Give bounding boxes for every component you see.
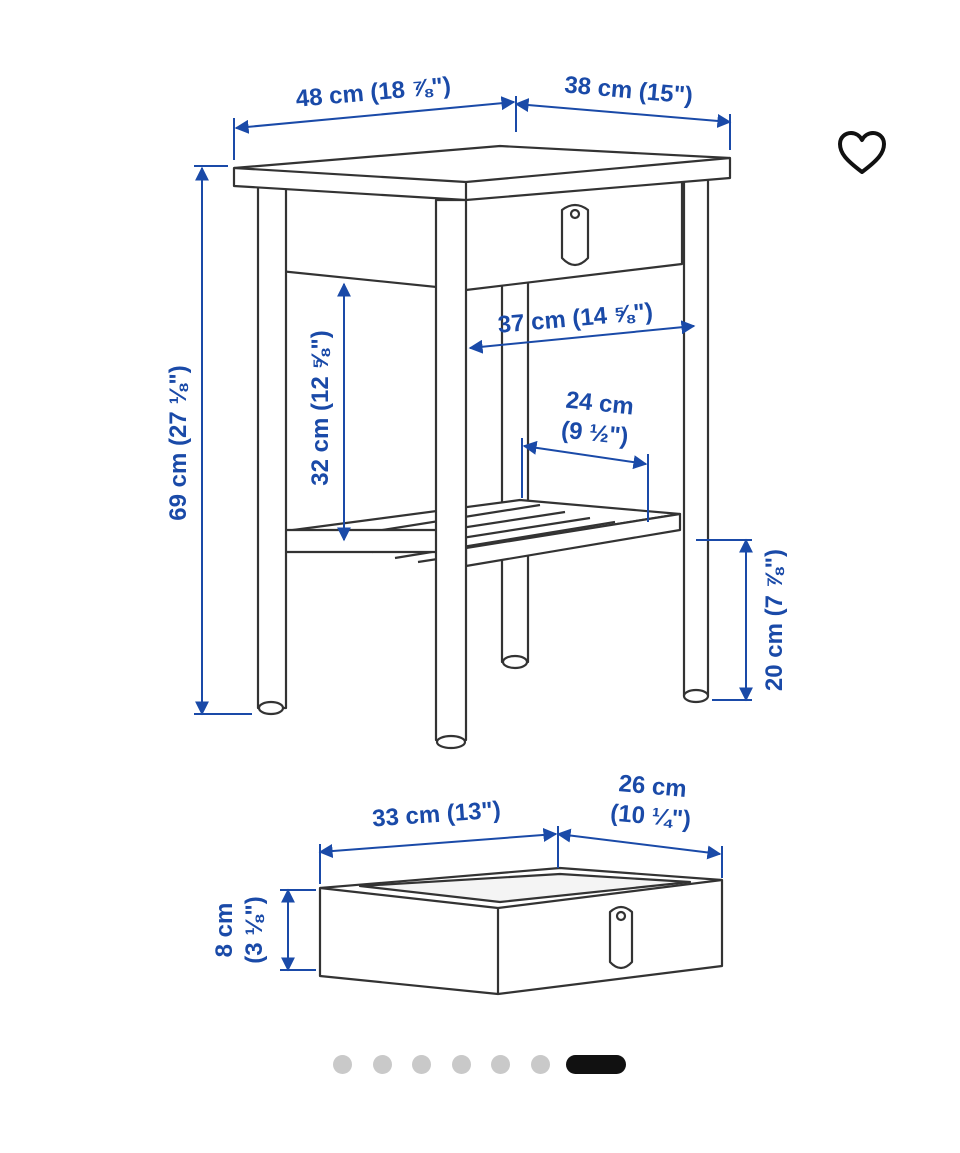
nightstand-illustration (232, 144, 732, 750)
depth-label: 38 cm (15") (563, 71, 694, 109)
shelf-clearance-label: 32 cm (12 ⅝") (307, 330, 334, 485)
favorite-button[interactable] (836, 128, 888, 180)
carousel-dot[interactable] (333, 1055, 352, 1074)
carousel-dot[interactable] (530, 1055, 550, 1074)
drawer-illustration (318, 866, 724, 996)
dimension-lines (194, 96, 753, 972)
width-label: 48 cm (18 ⅞") (295, 72, 452, 112)
heart-outline-icon (838, 131, 886, 174)
drawer-height-label-line2: (3 ⅛") (241, 896, 268, 963)
drawer-depth-label-line1: 26 cm (618, 770, 688, 803)
shelf-height-label: 20 cm (7 ⅞") (761, 549, 788, 691)
drawer-height-label-line1: 8 cm (211, 903, 238, 958)
drawer-depth-label-line2: (10 ¼") (609, 800, 692, 834)
height-label: 69 cm (27 ⅛") (165, 365, 192, 520)
carousel-dot[interactable] (372, 1055, 392, 1074)
drawer-width-label: 33 cm (13") (371, 797, 501, 833)
shelf-depth-label-line1: 24 cm (565, 387, 636, 421)
carousel-dot-active[interactable] (566, 1055, 626, 1074)
carousel-dot[interactable] (412, 1055, 431, 1074)
carousel-indicator (0, 1052, 960, 1078)
shelf-depth-label-line2: (9 ½") (560, 417, 630, 451)
carousel-dot[interactable] (451, 1055, 471, 1074)
carousel-dot[interactable] (491, 1055, 510, 1074)
